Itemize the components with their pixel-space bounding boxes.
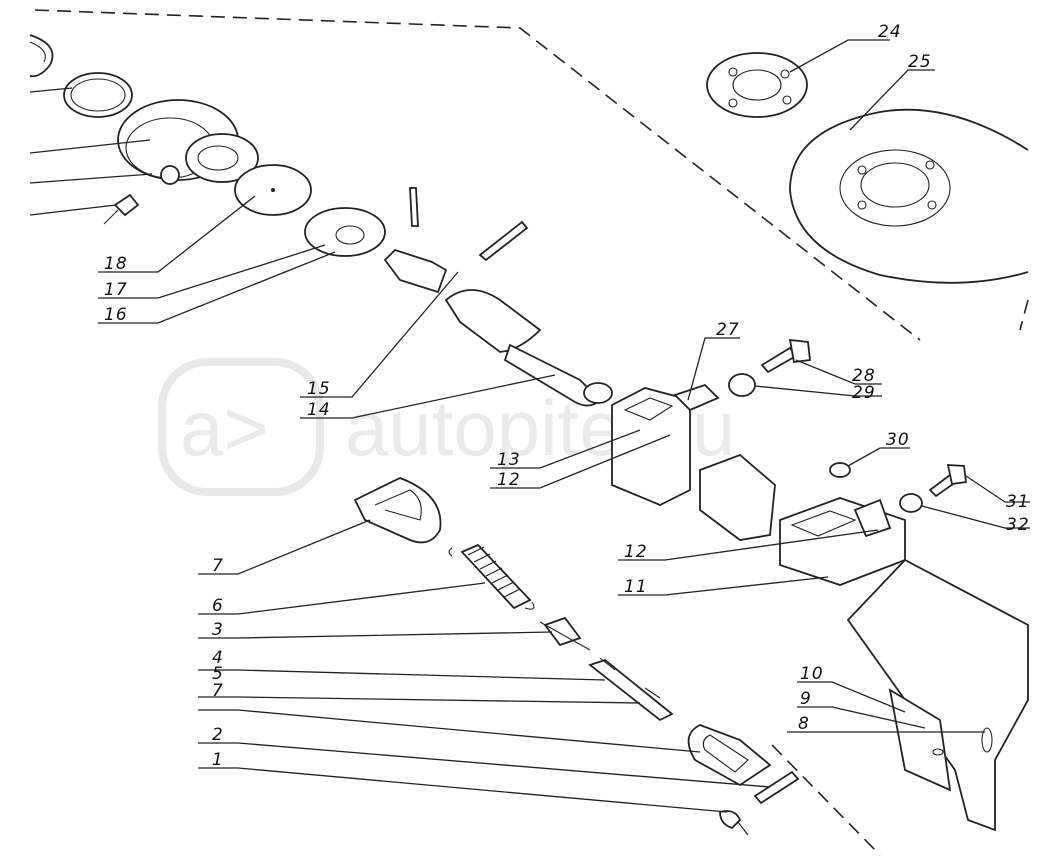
washer-18 [234,164,312,216]
callout-32: 32 [1006,515,1030,535]
callout-7-lower: 7 [212,681,224,701]
callout-6: 6 [212,596,224,616]
callout-9: 9 [800,689,812,709]
leader-lines [29,39,1030,813]
bearing-housing [117,99,259,185]
callout-31: 31 [1006,492,1030,512]
link-3 [539,616,591,651]
nut-29 [728,373,756,397]
bolt-31 [928,464,968,498]
square-tube [611,383,776,541]
callout-28: 28 [852,366,876,386]
callout-27: 27 [716,320,740,340]
spring-6 [448,543,535,610]
seal-ring [63,72,133,118]
callout-16: 16 [104,305,128,325]
cotter-1 [719,810,749,836]
flange-24 [706,52,808,118]
callout-8: 8 [798,714,810,734]
watermark-logo: a> [180,384,269,472]
callout-17: 17 [104,280,128,300]
u-bolt-bottom [687,724,772,787]
washer-30 [829,462,851,478]
callout-4: 4 [212,648,224,668]
bolt-small [103,193,140,225]
callout-14: 14 [307,400,331,420]
disc-25 [789,108,1029,284]
seal-ring-partial [29,34,54,78]
nut-32 [899,493,923,513]
washer-16-17 [304,207,386,257]
callout-13: 13 [497,450,521,470]
bolt-28 [760,338,811,374]
callout-25: 25 [908,52,932,72]
callout-18: 18 [104,254,128,274]
turnbuckle-4-5 [588,657,674,722]
callout-12-lower: 12 [624,542,648,562]
callout-30: 30 [886,430,910,450]
callout-labels: 18 17 16 15 14 13 12 27 28 29 30 31 32 2… [104,22,1030,770]
callout-1: 1 [212,750,224,770]
callout-11: 11 [624,577,648,597]
pin-2 [753,770,800,805]
callout-2: 2 [212,725,224,745]
callout-10: 10 [800,664,824,684]
pins [409,187,529,262]
callout-5: 5 [212,664,224,684]
callout-24: 24 [878,22,902,42]
callout-29: 29 [852,383,876,403]
callout-7-upper: 7 [212,556,224,576]
callout-15: 15 [307,379,331,399]
frame-bracket [779,497,1029,832]
u-bolt-top [353,477,442,544]
callout-3: 3 [212,620,224,640]
axle-shaft [383,248,613,407]
callout-12-upper: 12 [497,470,521,490]
assembly-boundary [34,9,1029,856]
